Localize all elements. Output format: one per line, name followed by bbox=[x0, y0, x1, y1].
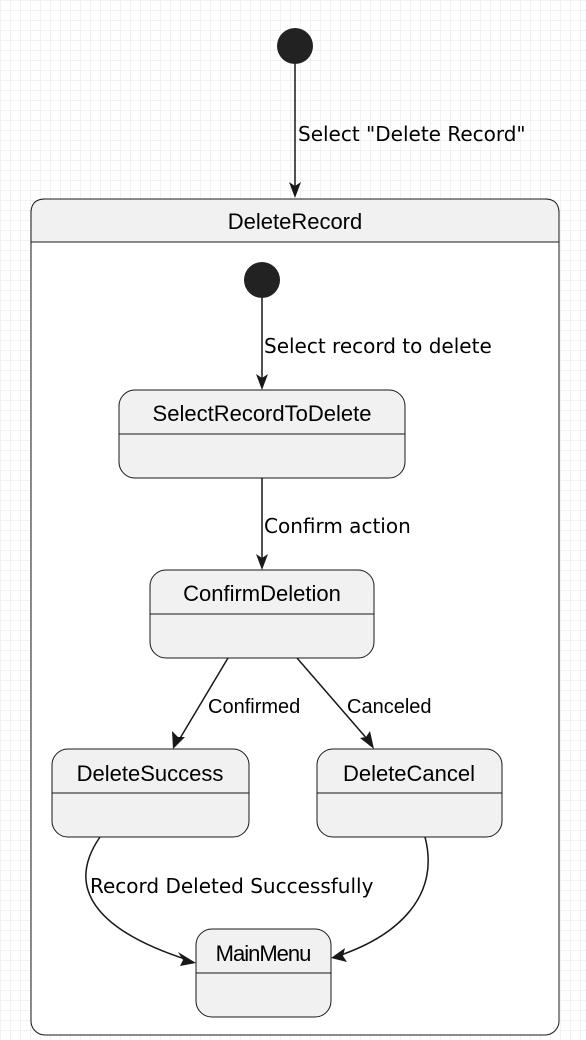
arrowhead-main-menu-right bbox=[331, 948, 347, 962]
edge-label-confirm-action: Confirm action bbox=[264, 514, 411, 538]
edge-cancel-to-main-menu bbox=[337, 836, 429, 957]
inner-initial-state bbox=[244, 262, 280, 298]
edge-label-select-record-to-delete: Select record to delete bbox=[264, 334, 492, 358]
edge-label-record-deleted: Record Deleted Successfully bbox=[90, 874, 374, 898]
arrowhead-delete-cancel bbox=[360, 731, 374, 749]
outer-initial-state bbox=[277, 28, 313, 64]
composite-header-fill bbox=[30, 198, 560, 243]
arrowhead-confirm-deletion bbox=[256, 554, 268, 570]
arrowhead-select-record bbox=[256, 374, 268, 390]
edge-label-confirmed: Confirmed bbox=[208, 696, 300, 718]
edge-confirm-to-cancel bbox=[296, 657, 369, 741]
arrowhead-delete-success bbox=[172, 731, 185, 749]
arrowhead-main-menu-left bbox=[178, 952, 196, 966]
state-title-delete-success: DeleteSuccess bbox=[77, 761, 224, 786]
edge-confirm-to-success bbox=[178, 657, 229, 741]
state-title-select-record-to-delete: SelectRecordToDelete bbox=[153, 401, 372, 426]
composite-title: DeleteRecord bbox=[228, 209, 363, 234]
state-title-main-menu: MainMenu bbox=[216, 941, 311, 966]
state-title-confirm-deletion: ConfirmDeletion bbox=[183, 581, 341, 606]
edge-success-to-main-menu bbox=[85, 836, 189, 961]
arrowhead-delete-record bbox=[289, 182, 301, 198]
state-title-delete-cancel: DeleteCancel bbox=[343, 761, 475, 786]
edge-label-canceled: Canceled bbox=[347, 696, 432, 718]
edge-label-select-delete-record: Select "Delete Record" bbox=[298, 122, 526, 146]
